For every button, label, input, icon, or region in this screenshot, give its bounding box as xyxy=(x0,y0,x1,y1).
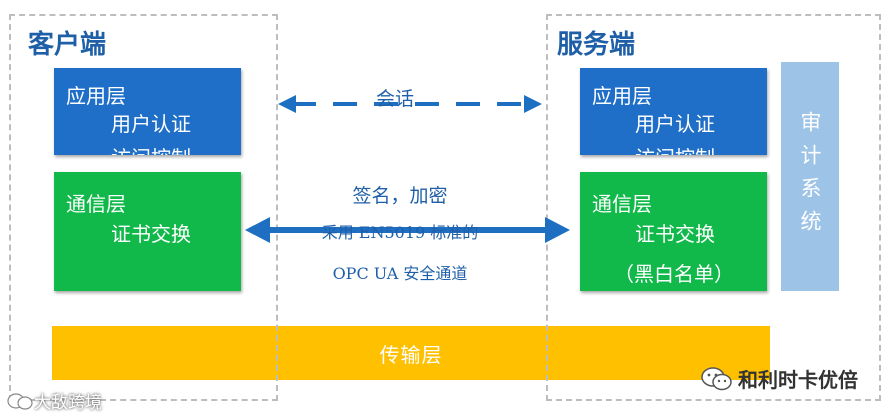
client-communication-layer: 通信层 证书交换 xyxy=(54,172,241,291)
server-frame xyxy=(546,14,881,401)
server-user-auth: 用户认证 xyxy=(635,112,715,136)
right-watermark-text: 和利时卡优倍 xyxy=(738,368,858,392)
watermark-logo-icon xyxy=(7,392,33,410)
server-title: 服务端 xyxy=(557,30,636,60)
secure-channel-arrow xyxy=(245,217,570,243)
server-access-control: 访问控制 xyxy=(635,142,715,155)
client-cert-exchange: 证书交换 xyxy=(111,222,191,246)
client-user-auth: 用户认证 xyxy=(111,112,191,136)
left-watermark-text: 大敌跨境 xyxy=(34,393,102,413)
server-blackwhite-list: （黑白名单） xyxy=(614,262,734,286)
wechat-icon xyxy=(701,366,732,390)
sign-encrypt-label: 签名，加密 xyxy=(352,185,448,207)
client-communication-layer-title: 通信层 xyxy=(66,192,126,216)
server-communication-layer-title: 通信层 xyxy=(592,192,652,216)
server-communication-layer: 通信层 证书交换 （黑白名单） xyxy=(580,172,767,291)
secure-channel-label: OPC UA 安全通道 xyxy=(332,264,468,283)
transport-layer-label: 传输层 xyxy=(379,342,443,367)
session-label: 会话 xyxy=(375,88,414,110)
server-application-layer-title: 应用层 xyxy=(592,84,652,108)
server-cert-exchange: 证书交换 xyxy=(635,222,715,246)
client-application-layer: 应用层 用户认证 访问控制 xyxy=(54,68,241,155)
client-frame xyxy=(9,14,278,401)
right-watermark: 和利时卡优倍 xyxy=(700,364,858,393)
session-arrow xyxy=(278,95,542,113)
audit-system-label: 审计系统 xyxy=(798,110,822,243)
client-access-control: 访问控制 xyxy=(111,142,191,155)
audit-system-box: 审计系统 xyxy=(781,62,839,291)
client-title: 客户端 xyxy=(28,30,107,60)
client-application-layer-title: 应用层 xyxy=(66,84,126,108)
transport-layer-bar: 传输层 xyxy=(52,326,770,380)
left-watermark: 大敌跨境 xyxy=(6,388,102,413)
standard-label: 采用 EN5019 标准的 xyxy=(321,223,479,242)
server-application-layer: 应用层 用户认证 访问控制 xyxy=(580,68,767,155)
